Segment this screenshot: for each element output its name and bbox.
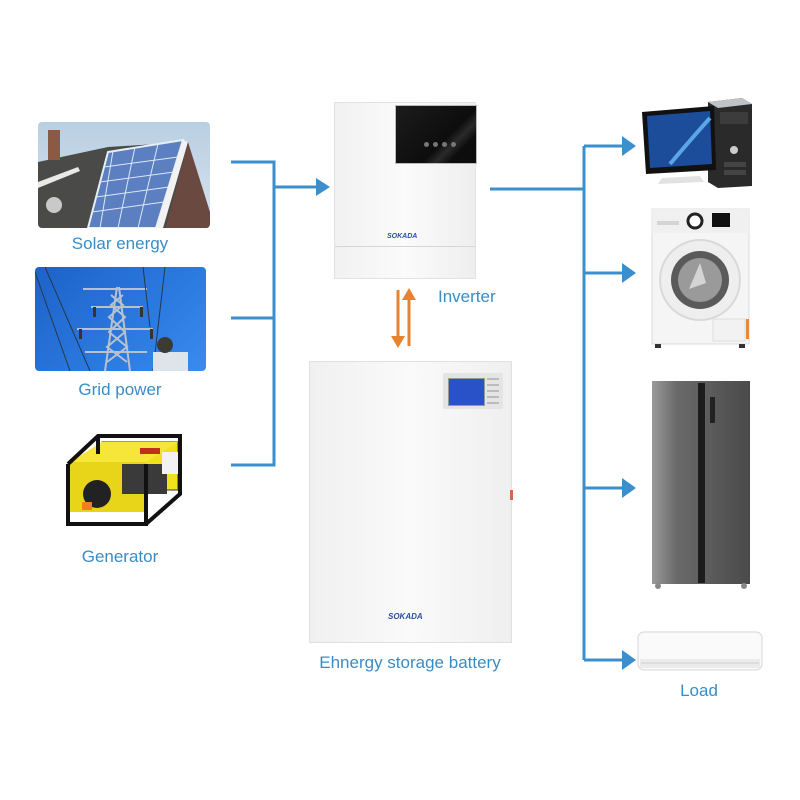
solar-energy-image xyxy=(38,122,210,228)
desktop-computer-icon xyxy=(642,98,752,188)
inverter-display xyxy=(395,105,477,164)
battery-side-indicator xyxy=(510,490,513,500)
battery-control-panel xyxy=(443,373,503,409)
arrow-to-washer xyxy=(622,263,636,283)
energy-storage-battery[interactable]: SOKADA xyxy=(309,361,513,643)
battery-lcd-screen xyxy=(448,378,485,406)
arrow-to-computer xyxy=(622,136,636,156)
power-tower-icon xyxy=(35,267,188,371)
washing-machine-image xyxy=(651,207,750,349)
arrow-from-battery-head xyxy=(402,288,416,300)
inverter-label: Inverter xyxy=(438,287,496,306)
generator-image xyxy=(62,424,190,536)
arrow-to-fridge xyxy=(622,478,636,498)
solar-panel-roof-icon xyxy=(38,130,210,228)
air-conditioner-icon xyxy=(637,631,763,671)
arrow-to-battery-head xyxy=(391,336,405,348)
grid-power-label: Grid power xyxy=(78,380,162,399)
arrow-to-ac xyxy=(622,650,636,670)
air-conditioner-image xyxy=(637,631,763,671)
arrow-to-inverter xyxy=(316,178,330,196)
generator-icon xyxy=(66,434,182,526)
generator-label: Generator xyxy=(81,547,159,566)
refrigerator-image xyxy=(652,381,750,589)
wire-solar xyxy=(231,160,276,467)
inverter-unit[interactable]: SOKADA xyxy=(334,102,477,279)
solar-energy-label: Solar energy xyxy=(71,234,169,253)
refrigerator-icon xyxy=(652,381,750,589)
inverter-divider xyxy=(335,246,475,247)
inverter-brand-logo: SOKADA xyxy=(387,233,418,240)
washing-machine-icon xyxy=(651,208,750,348)
computer-image xyxy=(642,98,754,188)
grid-power-image xyxy=(35,267,206,371)
load-label: Load xyxy=(680,681,718,700)
battery-brand-logo: SOKADA xyxy=(388,612,423,621)
battery-label: Ehnergy storage battery xyxy=(319,653,501,672)
